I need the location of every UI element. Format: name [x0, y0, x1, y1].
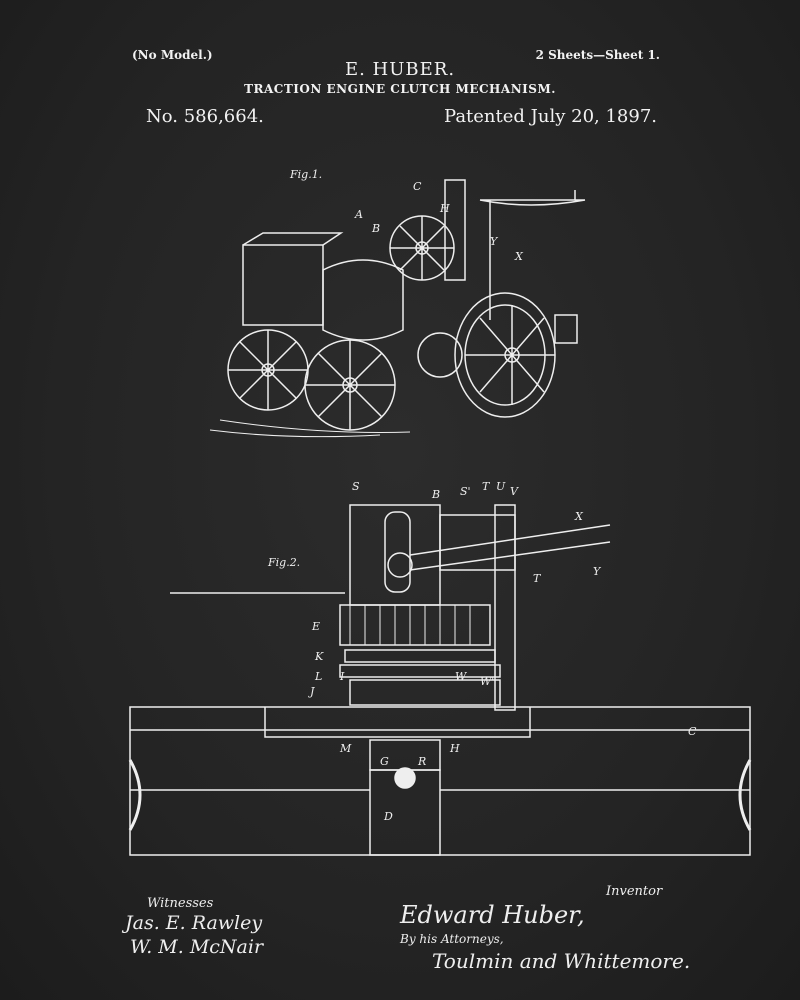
canopy-frame	[479, 190, 586, 320]
callout: H	[449, 742, 460, 755]
attorneys-label: By his Attorneys,	[400, 932, 504, 946]
inventor-label: Inventor	[606, 884, 663, 899]
patent-date: Patented July 20, 1897.	[444, 106, 657, 127]
callout: W'	[480, 675, 494, 688]
no-model-note: (No Model.)	[132, 48, 213, 62]
ground-shading	[209, 419, 411, 438]
inventor-signature: Edward Huber,	[400, 901, 585, 929]
fig2-clutch-mechanism: Fig.2. S B S' T U V X Y T E K L I J W W'	[128, 480, 752, 856]
callout: H	[439, 202, 450, 215]
witness-signature-2: W. M. McNair	[130, 936, 264, 958]
callout: M	[339, 742, 352, 755]
boiler	[322, 259, 404, 341]
callout: R	[417, 755, 426, 768]
callout: Y	[593, 565, 602, 578]
callout: S	[352, 480, 360, 493]
friction-band	[339, 604, 491, 646]
water-tank	[242, 244, 324, 326]
sheet-count: 2 Sheets—Sheet 1.	[535, 48, 660, 62]
witnesses-label: Witnesses	[147, 896, 214, 911]
callout: B	[371, 222, 380, 235]
callout: V	[510, 485, 519, 498]
callout: E	[311, 620, 320, 633]
callout: C	[688, 725, 697, 738]
callout: Y	[490, 235, 499, 248]
clutch-housing	[349, 504, 441, 606]
patent-number: No. 586,664.	[146, 106, 264, 127]
callout: I	[339, 670, 345, 683]
inventor-heading: E. HUBER.	[344, 59, 456, 80]
witness-signature-1: Jas. E. Rawley	[125, 912, 263, 934]
callout: W	[455, 670, 468, 683]
callout: B	[431, 488, 440, 501]
clutch-lever	[409, 524, 611, 571]
callout: T	[533, 572, 542, 585]
callout: D	[383, 810, 393, 823]
flywheel-rim	[129, 706, 751, 856]
patent-title: TRACTION ENGINE CLUTCH MECHANISM.	[244, 82, 556, 96]
callout: G	[380, 755, 389, 768]
callout: K	[314, 650, 324, 663]
callout: J	[308, 685, 315, 698]
gear-wheel	[417, 332, 463, 378]
fig1-traction-engine: Fig.1. C H A B Y X	[209, 168, 586, 438]
fig2-label: Fig.2.	[267, 556, 300, 569]
callout: C	[413, 180, 422, 193]
attorneys-signature: Toulmin and Whittemore.	[432, 949, 691, 973]
callout: S'	[460, 485, 471, 498]
callout: X	[514, 250, 524, 263]
callout: X	[574, 510, 584, 523]
callout: L	[314, 670, 322, 683]
callout: U	[496, 480, 506, 493]
fig1-label: Fig.1.	[289, 168, 322, 181]
callout: A	[354, 208, 363, 221]
callout: T	[482, 480, 491, 493]
smokestack	[444, 179, 466, 281]
